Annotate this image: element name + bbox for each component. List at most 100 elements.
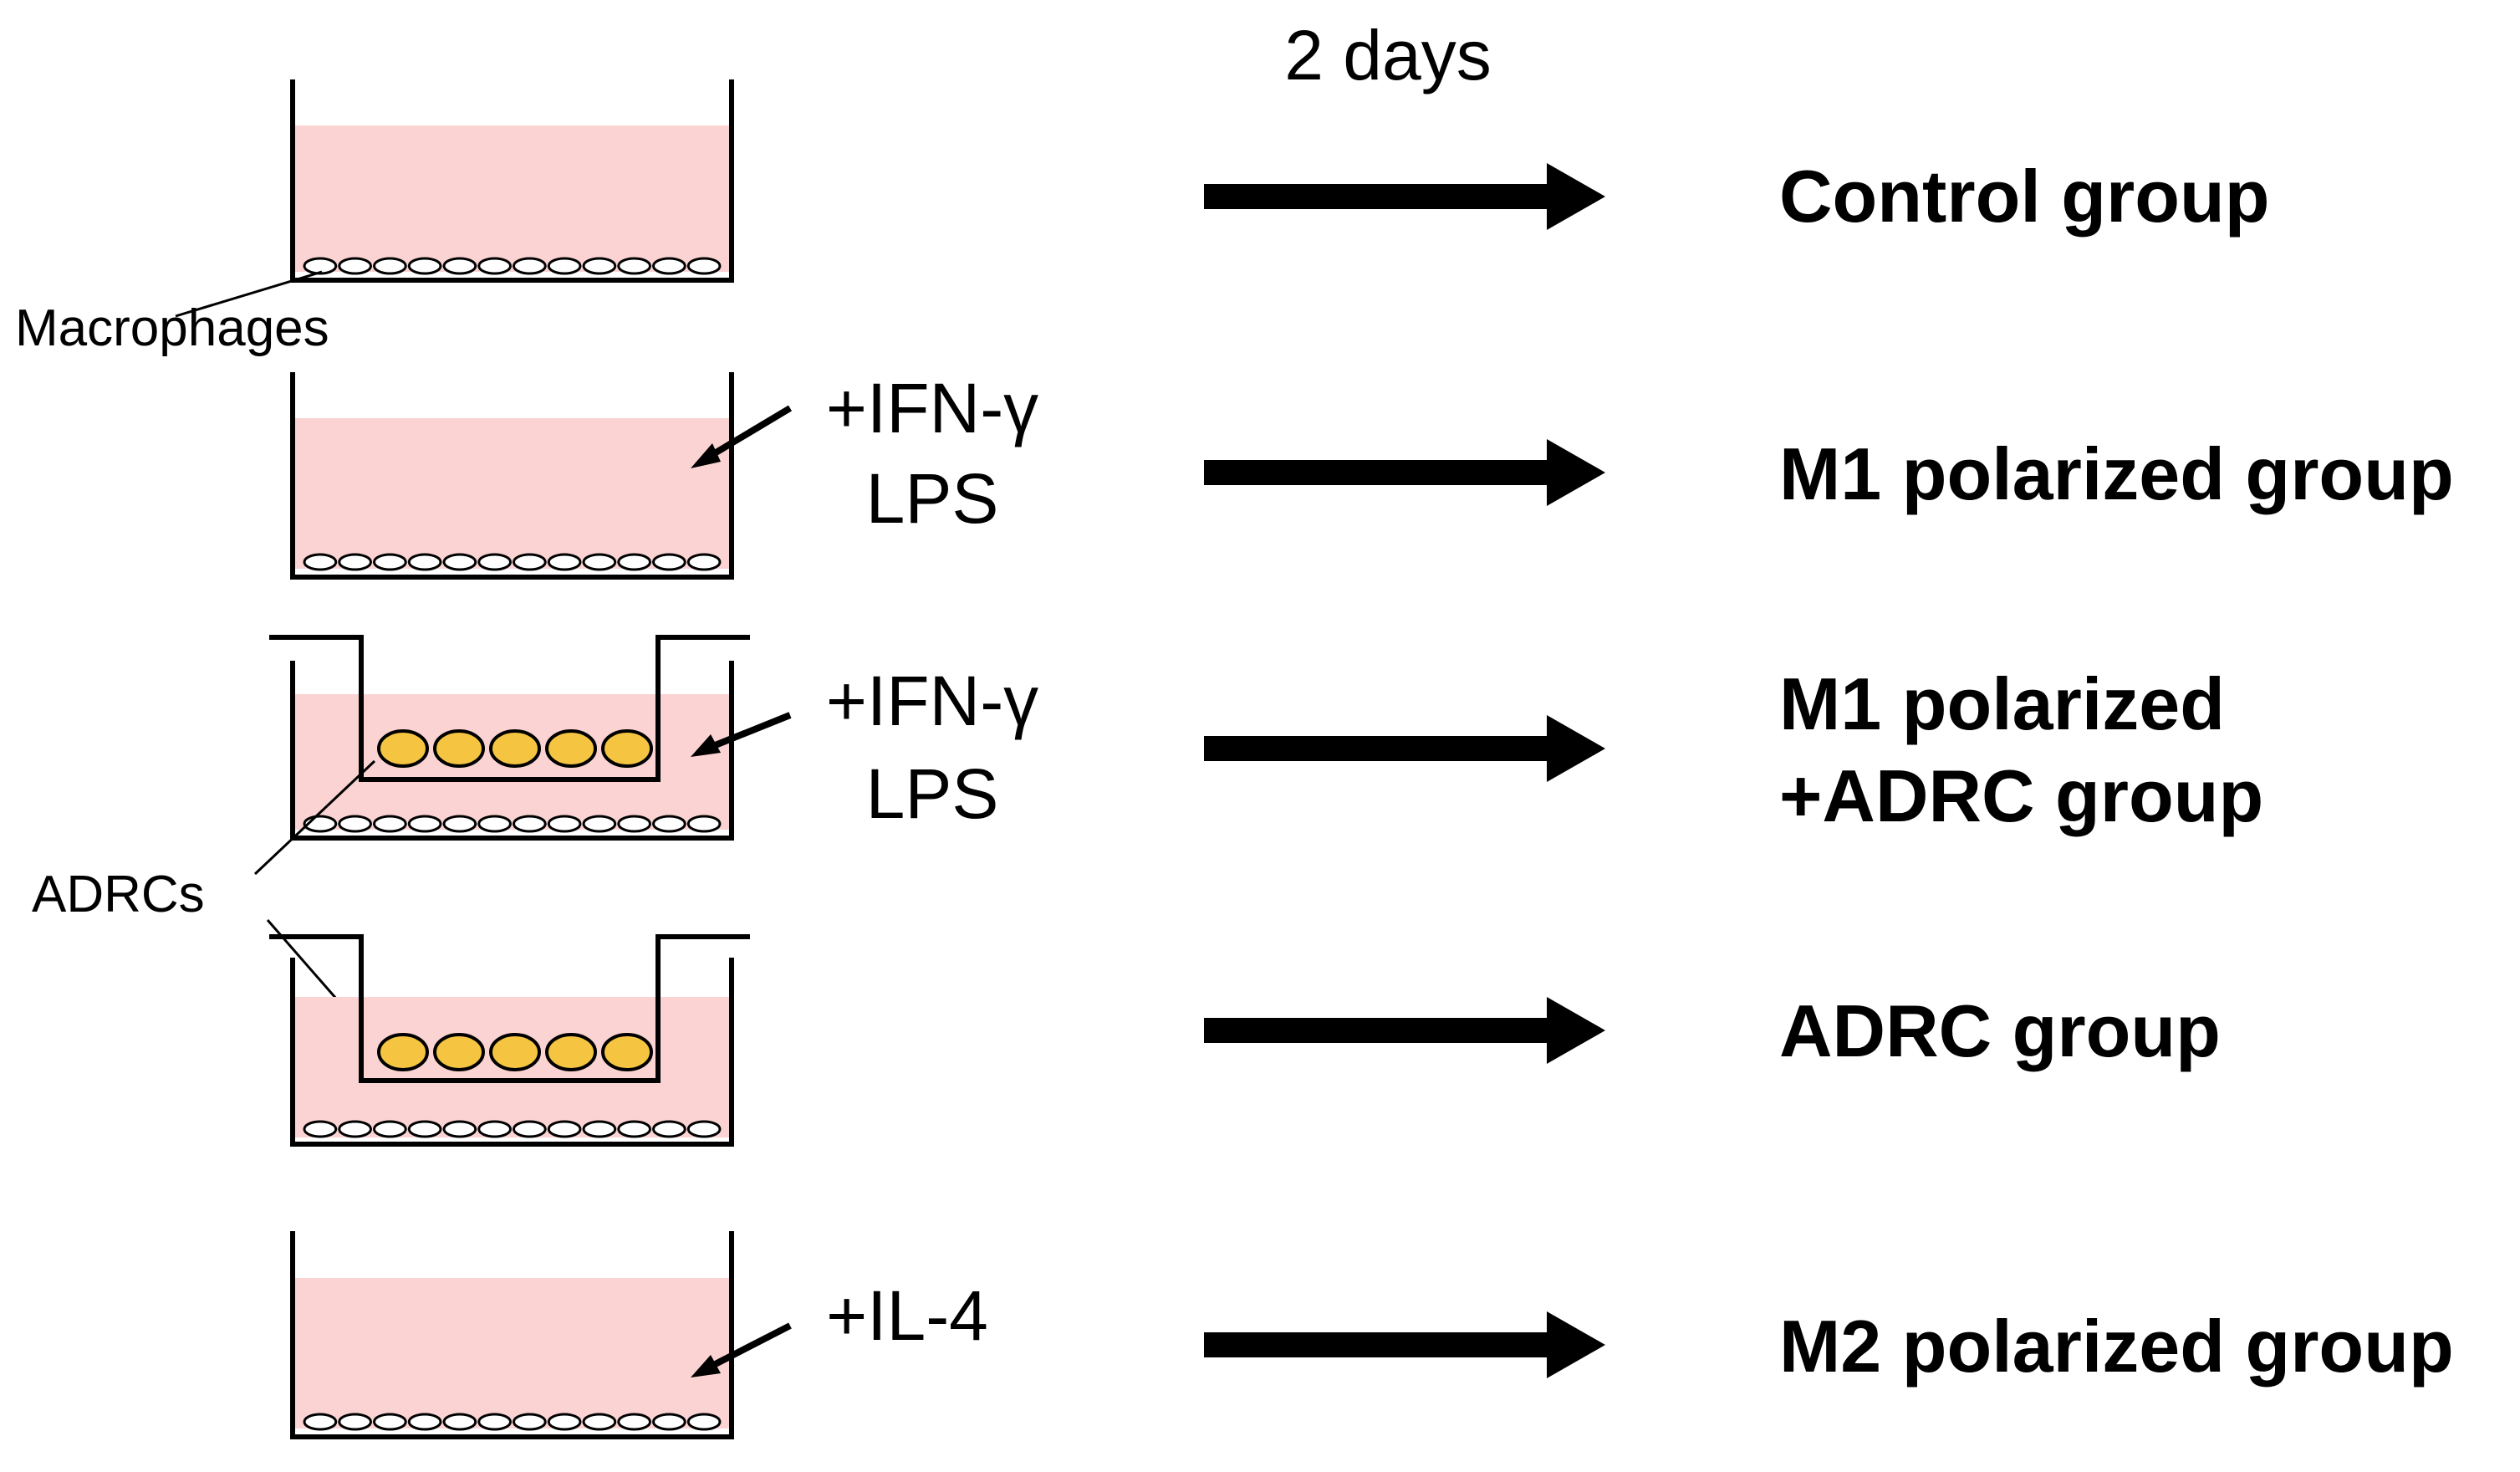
macrophage-cell: [582, 1413, 617, 1431]
macrophage-cell: [652, 257, 686, 275]
macrophage-cell: [513, 815, 547, 833]
macrophage-cell: [477, 257, 512, 275]
row-m1: +IFN-γ LPS M1 polarized group: [290, 369, 2454, 580]
treatment-pointer: [691, 1322, 792, 1377]
macrophage-cell: [338, 815, 372, 833]
macrophage-cell: [617, 1413, 651, 1431]
leader-line: [175, 270, 323, 318]
duration-label: 2 days: [1284, 16, 1492, 95]
macrophage-cell: [547, 1120, 582, 1138]
group-label: Control group: [1779, 155, 2270, 238]
culture-medium: [293, 1278, 732, 1429]
group-label-line1: M1 polarized: [1779, 662, 2225, 745]
arrow-head: [1547, 163, 1605, 230]
row-m2: +IL-4 M2 polarized group: [290, 1231, 2454, 1439]
group-label: M2 polarized group: [1779, 1305, 2454, 1388]
macrophage-cell: [513, 1120, 547, 1138]
macrophage-cell: [477, 815, 512, 833]
macrophage-cell: [338, 553, 372, 571]
macrophage-cell: [407, 815, 442, 833]
culture-well: [290, 372, 734, 580]
transwell: [269, 934, 750, 1147]
macrophage-cell: [547, 815, 582, 833]
macrophage-cell: [652, 553, 686, 571]
treatment-label-line1: +IFN-γ: [826, 662, 1038, 740]
adrc-cell: [433, 729, 485, 768]
group-label: ADRC group: [1779, 989, 2221, 1072]
macrophage-cell: [617, 815, 651, 833]
macrophage-cell: [442, 257, 477, 275]
macrophage-cell: [617, 1120, 651, 1138]
adrc-layer: [377, 729, 653, 768]
macrophage-layer: [303, 553, 722, 571]
macrophage-cell: [442, 553, 477, 571]
macrophage-cell: [582, 553, 617, 571]
macrophage-cell: [442, 815, 477, 833]
macrophage-cell: [407, 553, 442, 571]
pointer-head: [691, 734, 721, 757]
treatment-label-line2: LPS: [866, 459, 999, 538]
macrophage-cell: [477, 1120, 512, 1138]
row-adrc: ADRC group: [269, 934, 2221, 1147]
adrc-cell: [377, 1033, 429, 1071]
macrophage-cell: [373, 1120, 407, 1138]
well-wall: [290, 79, 734, 283]
macrophage-cell: [686, 1120, 722, 1138]
macrophage-cell: [513, 257, 547, 275]
well-wall: [290, 372, 734, 580]
insert-wall: [269, 934, 750, 1083]
macrophage-cell: [373, 815, 407, 833]
macrophage-cell: [303, 1120, 338, 1138]
adrc-cell: [433, 1033, 485, 1071]
macrophage-cell: [477, 553, 512, 571]
arrow-head: [1547, 715, 1605, 782]
macrophage-cell: [373, 1413, 407, 1431]
adrc-cell: [489, 729, 541, 768]
macrophage-cell: [686, 815, 722, 833]
macrophage-cell: [303, 553, 338, 571]
macrophage-cell: [547, 1413, 582, 1431]
macrophage-cell: [442, 1120, 477, 1138]
group-label-line2: +ADRC group: [1779, 754, 2263, 837]
arrow-head: [1547, 1311, 1605, 1378]
macrophage-cell: [617, 553, 651, 571]
adrc-cell: [601, 729, 653, 768]
macrophage-cell: [477, 1413, 512, 1431]
culture-well: [290, 1231, 734, 1439]
macrophage-cell: [652, 815, 686, 833]
row-m1-adrc: +IFN-γ LPS M1 polarized +ADRC group: [269, 635, 2263, 841]
macrophage-cell: [582, 257, 617, 275]
macrophage-cell: [303, 1413, 338, 1431]
macrophages-label: Macrophages: [15, 299, 329, 357]
arrow-head: [1547, 997, 1605, 1064]
macrophage-cell: [513, 1413, 547, 1431]
adrc-cell: [601, 1033, 653, 1071]
macrophage-layer: [303, 1413, 722, 1431]
macrophage-cell: [338, 1413, 372, 1431]
adrc-layer: [377, 1033, 653, 1071]
culture-medium: [293, 125, 732, 272]
treatment-label-line2: LPS: [866, 754, 999, 833]
treatment-label-line1: +IFN-γ: [826, 369, 1038, 447]
macrophage-cell: [338, 1120, 372, 1138]
macrophage-cell: [652, 1120, 686, 1138]
macrophage-cell: [407, 1413, 442, 1431]
leader-line-upper: [253, 759, 376, 876]
treatment-label-line1: +IL-4: [826, 1276, 988, 1355]
macrophage-cell: [652, 1413, 686, 1431]
macrophage-cell: [407, 1120, 442, 1138]
macrophage-cell: [582, 1120, 617, 1138]
pointer-head: [691, 443, 721, 468]
macrophage-cell: [373, 257, 407, 275]
row-control: Control group: [290, 79, 2270, 283]
macrophage-cell: [686, 257, 722, 275]
macrophages-callout: Macrophages: [15, 270, 329, 357]
adrc-cell: [377, 729, 429, 768]
macrophage-cell: [513, 553, 547, 571]
culture-well: [290, 79, 734, 283]
macrophage-cell: [686, 553, 722, 571]
macrophage-cell: [373, 553, 407, 571]
well-wall: [290, 958, 734, 1147]
